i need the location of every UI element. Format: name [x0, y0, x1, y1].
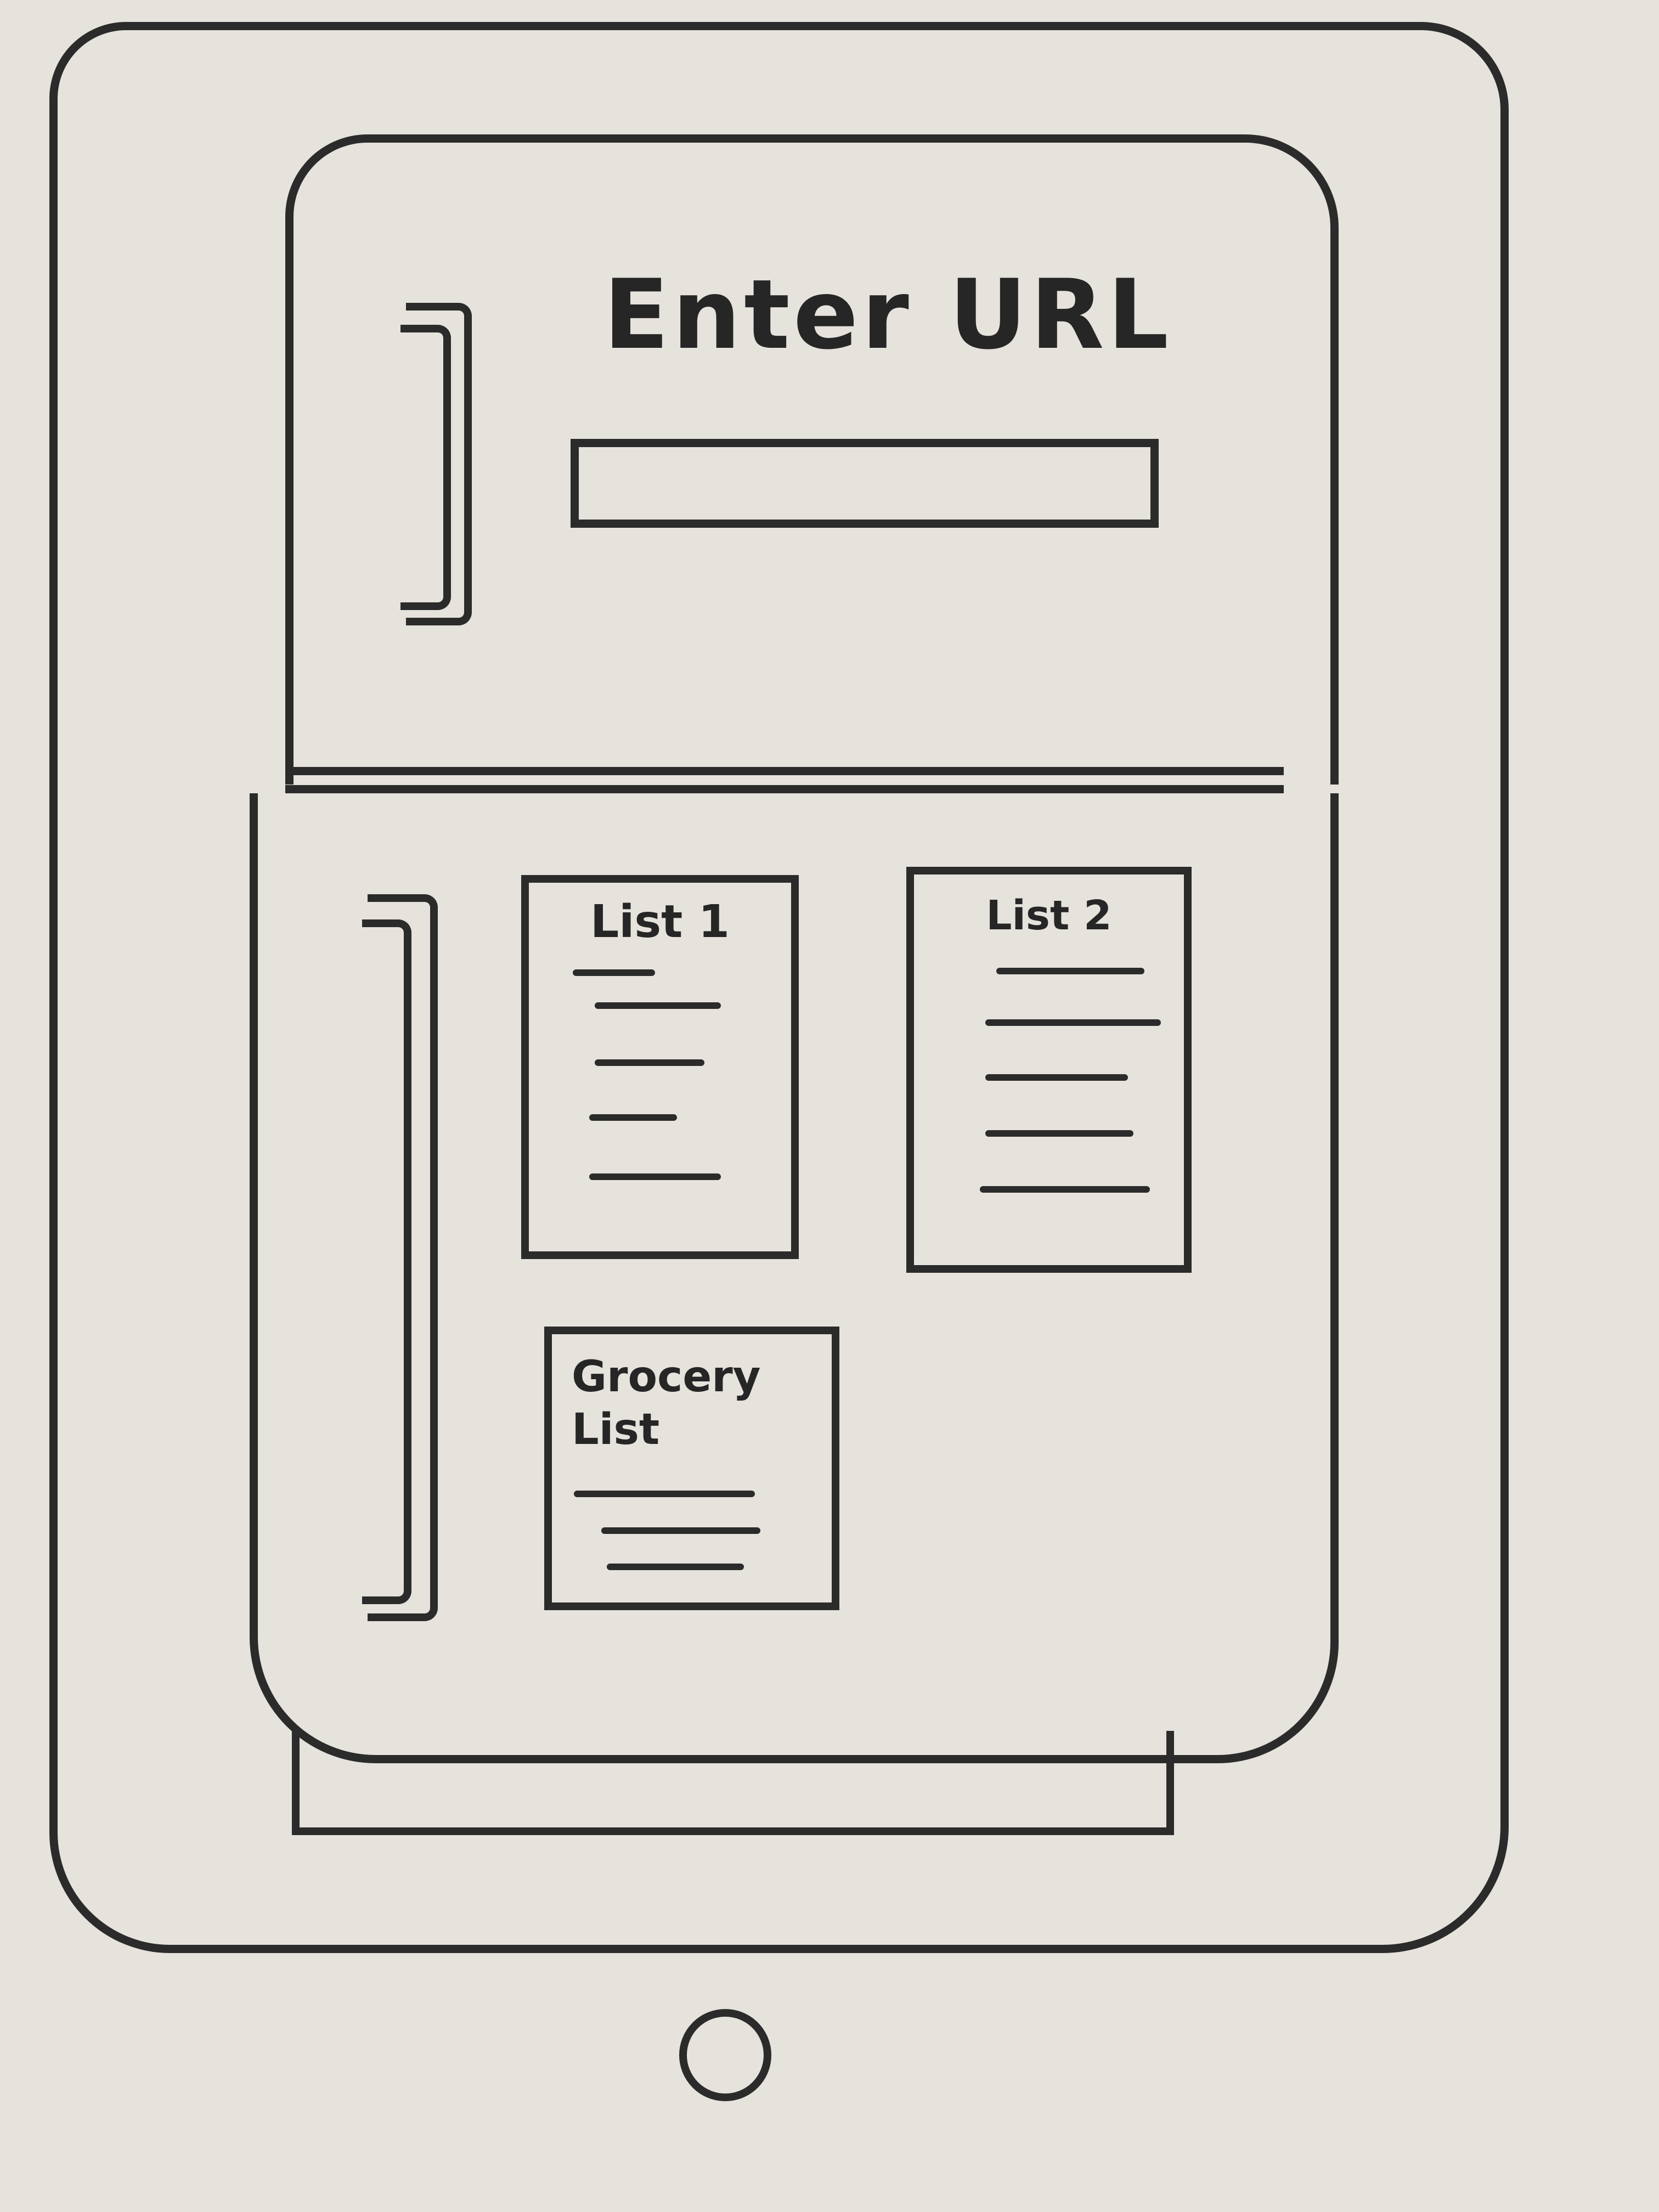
list-item-line [985, 1130, 1133, 1137]
fridge-handle-icon [368, 894, 438, 1621]
list-item-line [607, 1564, 744, 1570]
list-item-line [595, 1002, 721, 1009]
list-item-line [996, 968, 1144, 974]
list-item-line [601, 1527, 760, 1534]
fridge-handle-icon [362, 919, 411, 1604]
list-title: List 2 [986, 892, 1112, 939]
fridge-door-divider [285, 767, 1284, 793]
list-item-line [589, 1114, 677, 1121]
fridge-handle-icon [406, 303, 472, 625]
list-title: Grocery List [572, 1352, 761, 1454]
url-input[interactable] [571, 439, 1159, 528]
fridge-base [292, 1731, 1174, 1835]
fridge-bottom-door [250, 793, 1339, 1763]
list-title: List 1 [590, 896, 730, 948]
list-item-line [985, 1019, 1161, 1026]
list-item-line [574, 1491, 755, 1497]
list-item-line [573, 969, 655, 976]
list-item-line [595, 1059, 704, 1066]
list-card-list-2[interactable]: List 2 [906, 867, 1192, 1273]
list-card-grocery-list[interactable]: Grocery List [544, 1327, 839, 1610]
fridge-handle-icon [400, 325, 451, 610]
list-item-line [980, 1186, 1150, 1193]
home-button[interactable] [679, 2009, 771, 2101]
enter-url-label: Enter URL [603, 259, 1172, 371]
list-item-line [589, 1173, 721, 1180]
list-item-line [985, 1074, 1128, 1081]
list-card-list-1[interactable]: List 1 [521, 875, 799, 1259]
fridge-top-door [285, 134, 1339, 785]
tablet-frame [49, 22, 1509, 1953]
